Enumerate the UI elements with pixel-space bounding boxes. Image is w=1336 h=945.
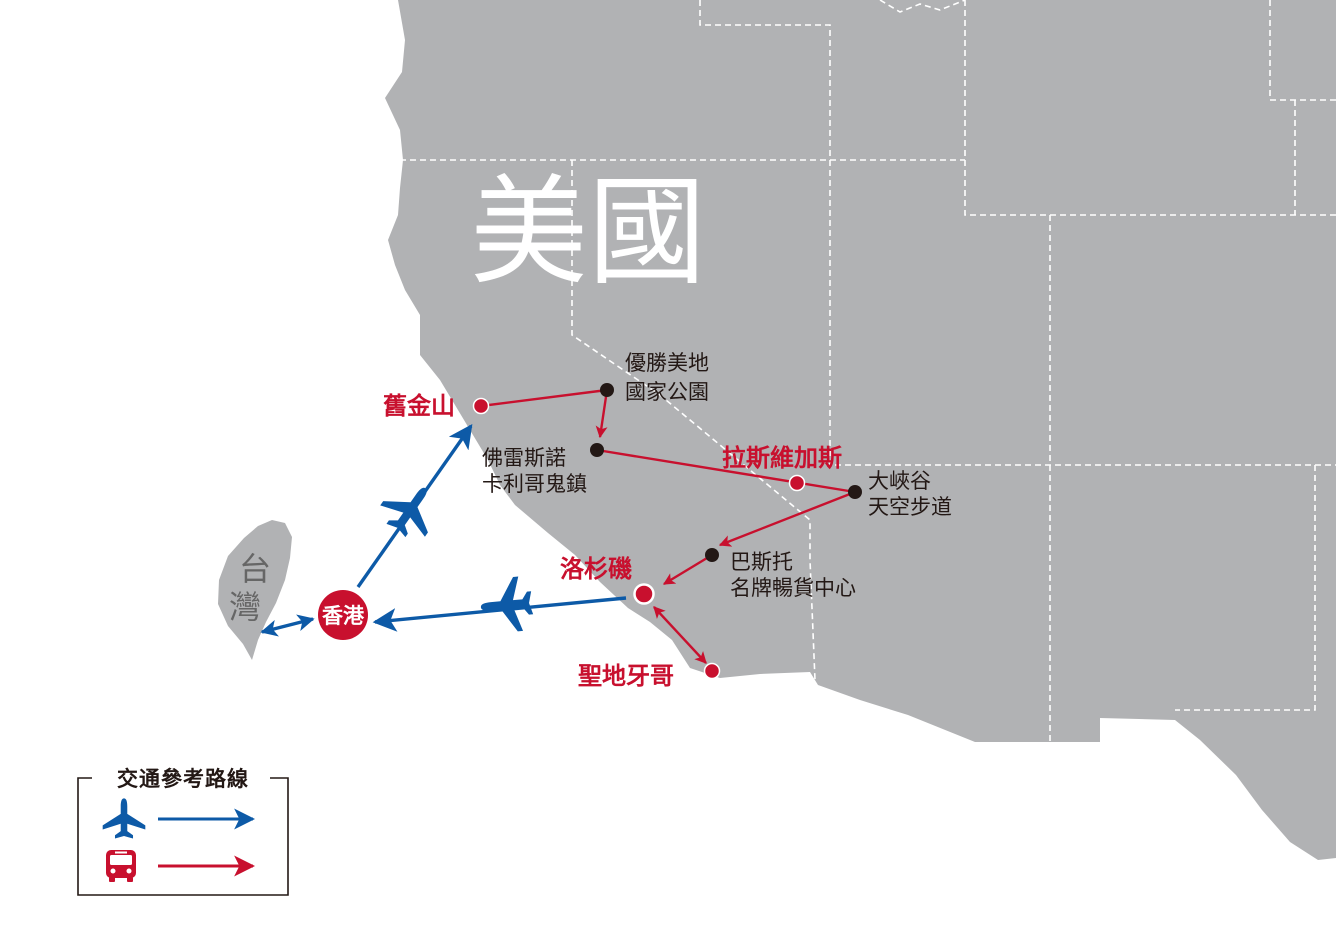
country-label: 美國 [470,163,706,301]
legend: 交通參考路線 [77,767,289,896]
taiwan-label-char2: 灣 [229,588,261,626]
city-label-los-angeles: 洛杉磯 [560,555,632,583]
taiwan-landmass [218,520,292,660]
airplane-icon [373,472,448,547]
city-label-san-diego: 聖地牙哥 [578,662,674,690]
airplane-icon [102,798,146,839]
city-label-san-francisco: 舊金山 [383,392,455,420]
hongkong-marker [318,590,368,640]
taiwan-label-char1: 台 [239,550,271,588]
poi-label-grand-canyon-1: 大峽谷 [868,469,931,493]
city-label-las-vegas: 拉斯維加斯 [722,444,842,472]
city-marker-san-francisco [472,397,490,415]
city-marker-san-diego [703,662,721,680]
poi-marker-grand-canyon [848,485,862,499]
city-marker-las-vegas [788,474,806,492]
poi-label-yosemite-1: 優勝美地 [625,351,709,375]
bus-routes [480,388,856,664]
poi-marker-barstow [705,548,719,562]
bus-icon [106,850,136,882]
hongkong-label: 香港 [322,604,365,628]
city-marker-los-angeles [633,583,655,605]
legend-title: 交通參考路線 [117,767,249,791]
poi-label-calico-2: 卡利哥鬼鎮 [482,472,587,496]
poi-marker-calico [590,443,604,457]
poi-marker-yosemite [600,383,614,397]
poi-label-calico-1: 佛雷斯諾 [482,446,566,470]
airplane-icon [478,575,535,635]
usa-landmass [385,0,1336,860]
state-borders [400,0,1336,742]
poi-label-yosemite-2: 國家公園 [625,380,709,404]
poi-label-barstow-2: 名牌暢貨中心 [730,576,856,600]
poi-label-grand-canyon-2: 天空步道 [868,495,952,519]
poi-label-barstow-1: 巴斯托 [730,550,793,574]
